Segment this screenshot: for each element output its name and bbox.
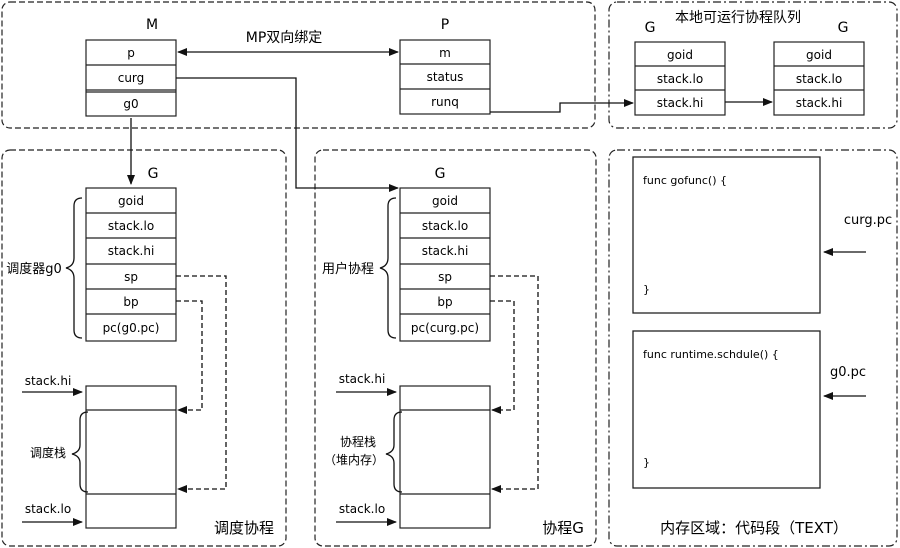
m-field-p: p	[127, 46, 135, 60]
user-sp-pointer	[490, 275, 539, 493]
curg-pc-label: curg.pc	[844, 213, 892, 228]
runq-g1-stack-lo: stack.lo	[657, 72, 703, 86]
user-bp-pointer	[490, 300, 515, 414]
m-struct-title: M	[146, 17, 158, 33]
scheduler-field-bp: bp	[123, 295, 138, 309]
scheduler-stack-brace-label: 调度栈	[30, 445, 66, 460]
runq-g1-goid: goid	[667, 48, 693, 62]
mp-panel-border	[1, 1, 596, 129]
user-field-stack-lo: stack.lo	[422, 219, 468, 233]
user-panel-border	[314, 149, 597, 547]
scheduler-g-brace	[65, 197, 83, 339]
scheduler-field-sp: sp	[124, 270, 138, 284]
user-field-stack-hi: stack.hi	[422, 244, 469, 258]
mp-binding-label: MP双向绑定	[246, 30, 323, 46]
runq-g2-title: G	[838, 20, 849, 36]
user-g-brace	[379, 197, 397, 339]
scheduler-stack-hi-label: stack.hi	[25, 374, 72, 388]
p-struct-title: P	[441, 17, 449, 33]
user-field-sp: sp	[438, 270, 452, 284]
m-field-curg: curg	[118, 71, 145, 85]
runq-g2-stack-lo: stack.lo	[796, 72, 842, 86]
p-field-status: status	[427, 70, 464, 84]
user-field-pc: pc(curg.pc)	[411, 321, 479, 335]
runq-g1: goid stack.lo stack.hi	[634, 41, 726, 116]
runq-g2-goid: goid	[806, 48, 832, 62]
code-block-gofunc: func gofunc() { }	[632, 156, 821, 314]
runq-g2-stack-hi: stack.hi	[796, 96, 843, 110]
scheduler-g-title: G	[148, 166, 159, 182]
m-struct: p curg g0	[85, 39, 177, 117]
gofunc-close: }	[643, 283, 650, 296]
p-field-runq: runq	[431, 95, 459, 109]
schedule-close: }	[643, 456, 650, 469]
text-panel-title: 内存区域：代码段（TEXT）	[660, 519, 848, 537]
runq-g1-title: G	[645, 20, 656, 36]
user-stack-brace-label-1: 协程栈	[340, 434, 376, 449]
scheduler-panel-title: 调度协程	[214, 519, 274, 537]
user-field-goid: goid	[432, 194, 458, 208]
user-stack-brace-label-2: （堆内存）	[324, 453, 384, 467]
scheduler-bp-pointer	[176, 300, 203, 414]
user-g-title: G	[435, 166, 446, 182]
runq-g1-stack-hi: stack.hi	[657, 96, 704, 110]
runq-panel-border	[608, 1, 898, 129]
user-stack-brace	[385, 411, 403, 493]
scheduler-field-stack-lo: stack.lo	[108, 219, 154, 233]
user-field-bp: bp	[437, 295, 452, 309]
scheduler-field-pc: pc(g0.pc)	[103, 321, 160, 335]
g0-pc-label: g0.pc	[830, 365, 866, 380]
scheduler-stack-lo-label: stack.lo	[25, 502, 71, 516]
scheduler-brace-label: 调度器g0	[6, 261, 62, 277]
user-stack-lo-label: stack.lo	[339, 502, 385, 516]
user-stack	[399, 385, 491, 529]
code-block-schedule: func runtime.schdule() { }	[632, 330, 821, 489]
scheduler-g-struct: goid stack.lo stack.hi sp bp pc(g0.pc)	[85, 187, 177, 342]
scheduler-stack-brace	[71, 411, 89, 493]
p-struct: m status runq	[399, 39, 491, 115]
m-curg-arrow	[176, 77, 399, 192]
m-field-g0: g0	[123, 97, 138, 111]
text-panel-border	[608, 149, 898, 547]
scheduler-field-goid: goid	[118, 194, 144, 208]
scheduler-panel-border	[1, 149, 287, 547]
scheduler-field-stack-hi: stack.hi	[108, 244, 155, 258]
p-field-m: m	[439, 46, 451, 60]
user-brace-label: 用户协程	[322, 261, 374, 277]
runq-g2: goid stack.lo stack.hi	[773, 41, 865, 116]
user-stack-hi-label: stack.hi	[339, 372, 386, 386]
gofunc-signature: func gofunc() {	[643, 174, 727, 187]
schedule-signature: func runtime.schdule() {	[643, 348, 779, 361]
p-runq-to-queue-arrow	[490, 99, 634, 113]
user-panel-title: 协程G	[542, 519, 584, 537]
runq-title: 本地可运行协程队列	[675, 10, 801, 26]
scheduler-stack	[85, 385, 177, 529]
user-g-struct: goid stack.lo stack.hi sp bp pc(curg.pc)	[399, 187, 491, 342]
scheduler-sp-pointer	[176, 275, 227, 493]
